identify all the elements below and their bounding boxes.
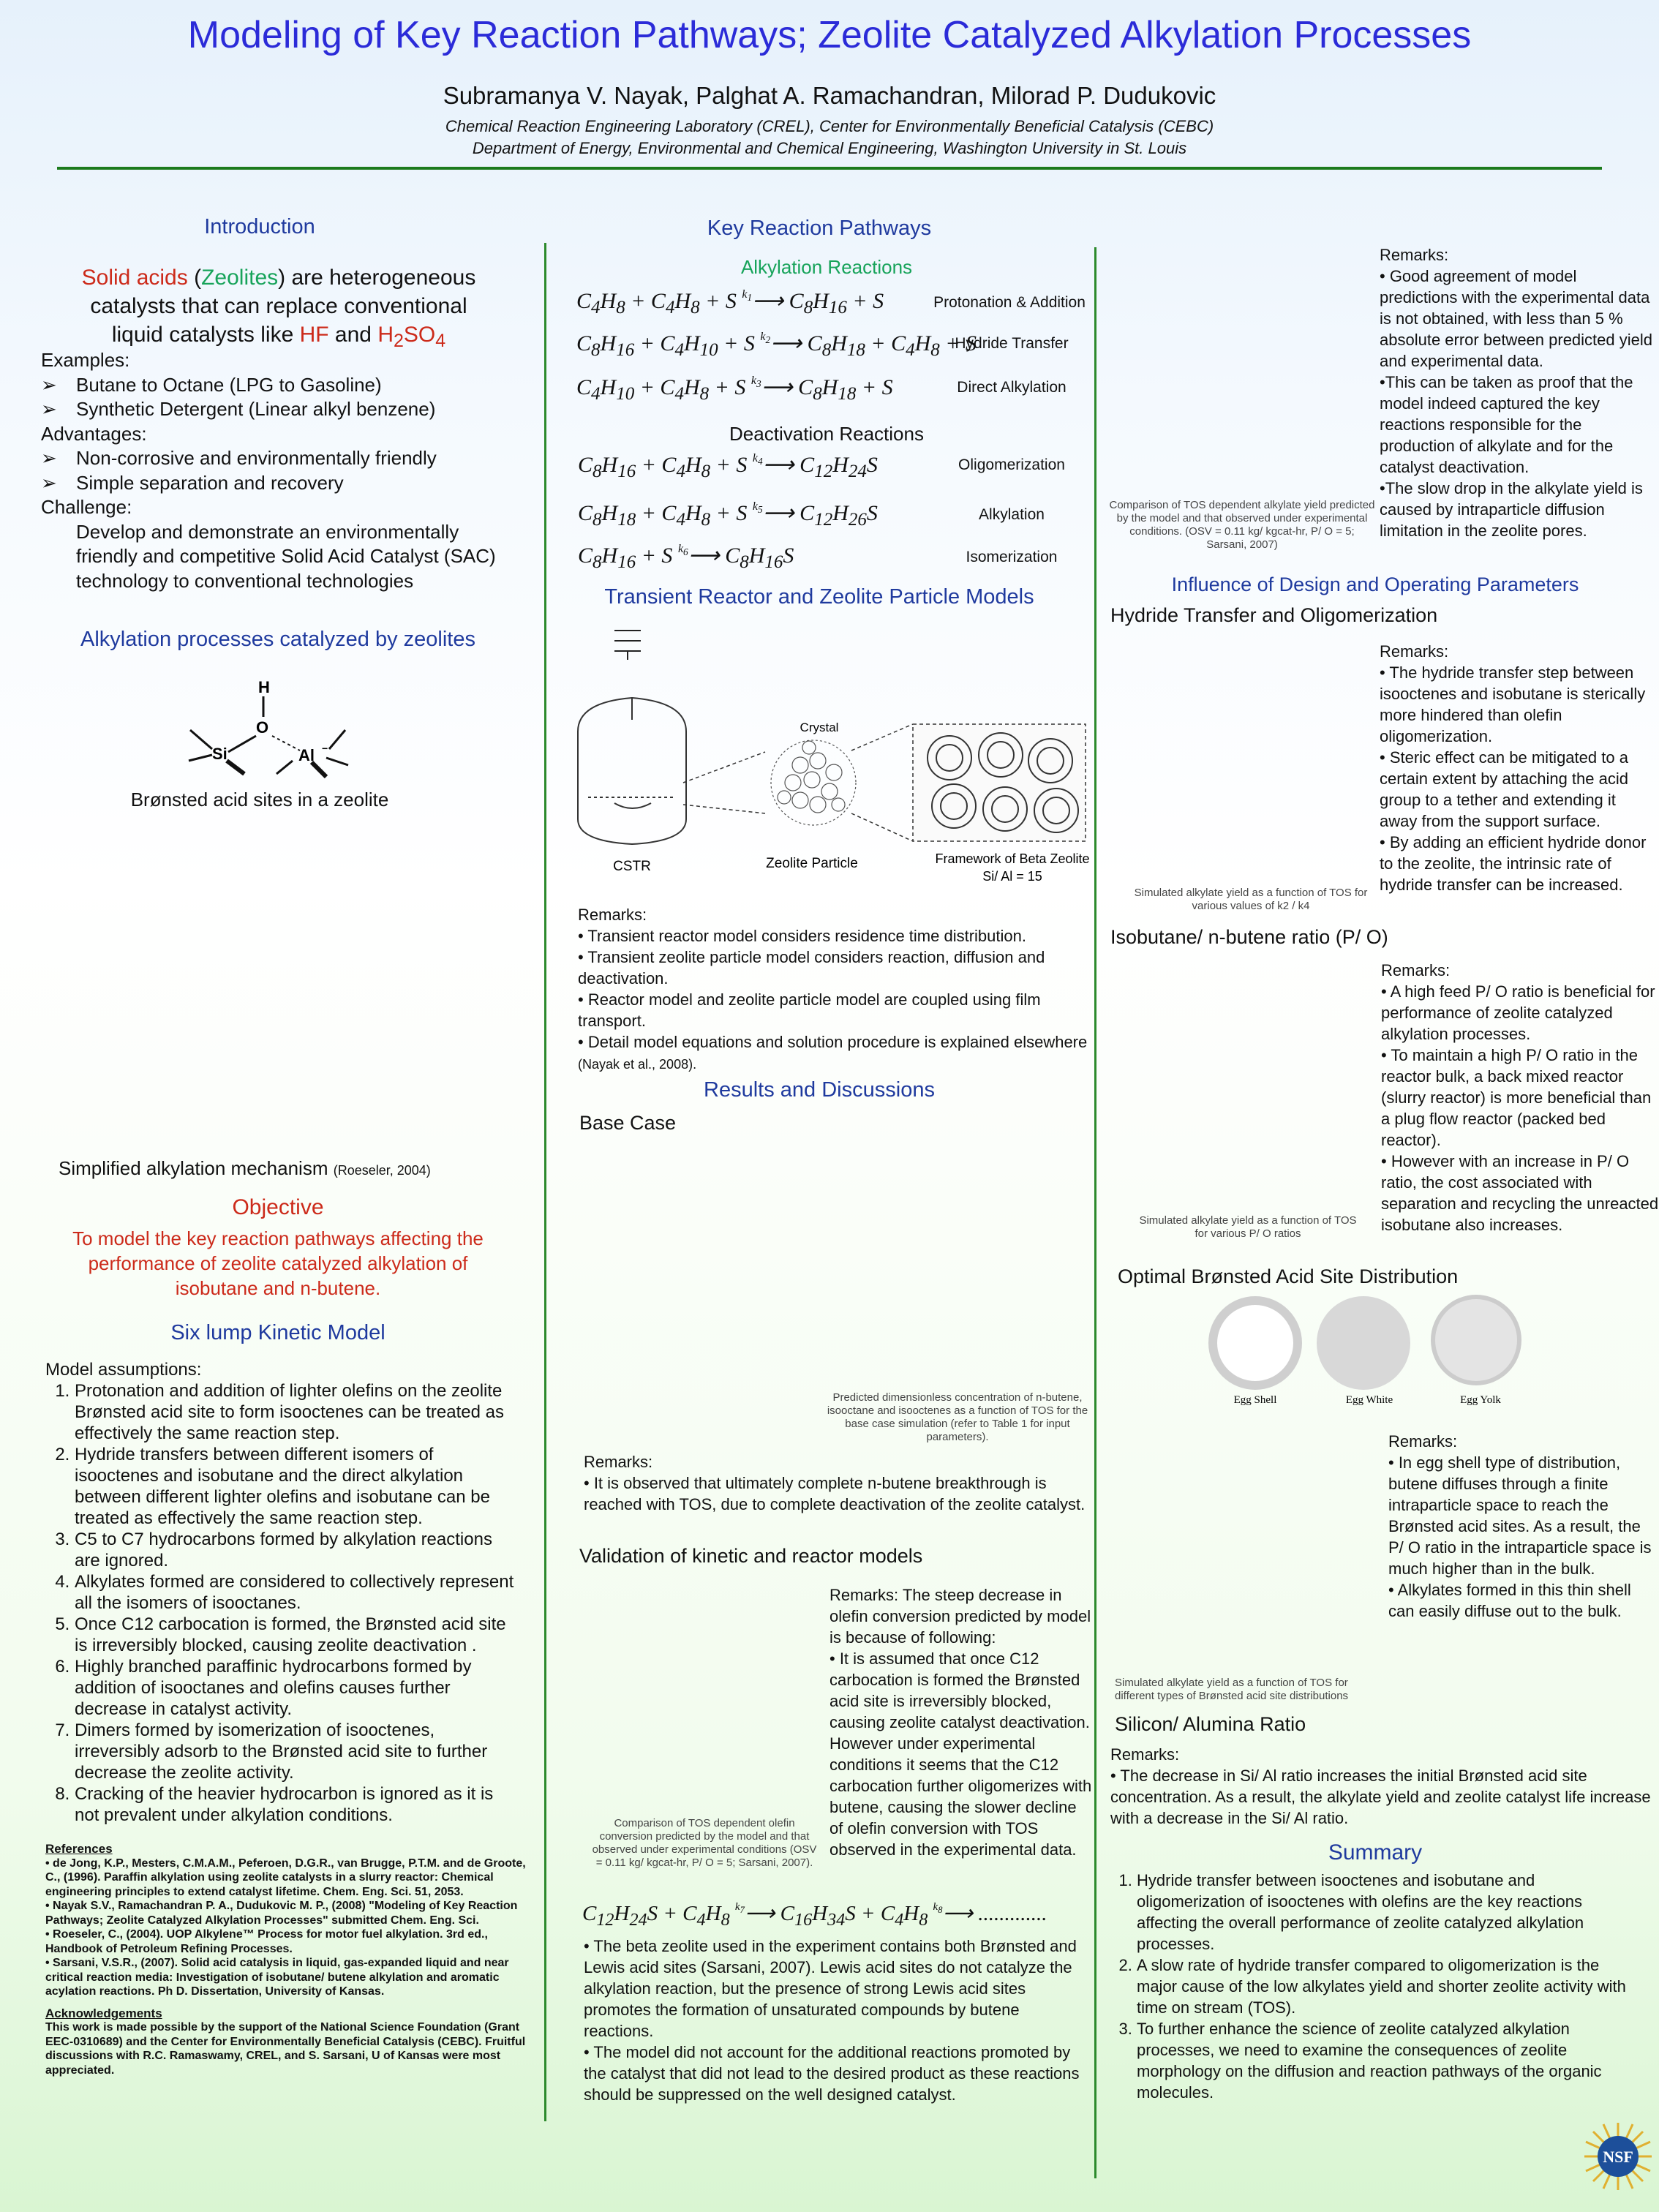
base-case-heading: Base Case xyxy=(579,1112,677,1134)
po-remarks: Remarks: • A high feed P/ O ratio is ben… xyxy=(1381,961,1659,1234)
top-remarks: Remarks: • Good agreement of model predi… xyxy=(1380,246,1653,540)
transient-heading: Transient Reactor and Zeolite Particle M… xyxy=(604,585,1034,609)
results-heading: Results and Discussions xyxy=(704,1078,935,1102)
svg-text:Al: Al xyxy=(298,746,315,764)
svg-text:Zeolite Particle: Zeolite Particle xyxy=(766,856,858,871)
reaction-protonation-label: Protonation & Addition xyxy=(933,294,1086,311)
reaction-isomerization-eq: C8H16 + S k6⟶ C8H16S xyxy=(578,543,794,572)
svg-text:Crystal: Crystal xyxy=(800,721,839,734)
reaction-isomerization-label: Isomerization xyxy=(966,549,1058,565)
beta-zeolite-framework xyxy=(912,723,1086,842)
svg-text:NSF: NSF xyxy=(1603,2148,1633,2166)
svg-text:Si/ Al = 15: Si/ Al = 15 xyxy=(982,869,1042,884)
reaction-alkylation-eq: C8H18 + C4H8 + S k5⟶ C12H26S xyxy=(578,500,878,530)
svg-text:Egg Yolk: Egg Yolk xyxy=(1460,1394,1501,1406)
intro-heading: Introduction xyxy=(204,215,315,238)
reaction-alkylation-label: Alkylation xyxy=(979,506,1045,523)
objective-text: To model the key reaction pathways affec… xyxy=(72,1227,484,1299)
objective-heading: Objective xyxy=(232,1195,324,1219)
svg-text:O: O xyxy=(256,718,268,737)
optimal-heading: Optimal Brønsted Acid Site Distribution xyxy=(1118,1265,1459,1287)
mechanism-caption: Simplified alkylation mechanism (Roesele… xyxy=(59,1157,431,1179)
validation-figure-caption: Comparison of TOS dependent olefin conve… xyxy=(592,1817,817,1869)
alkylation-reactions-heading: Alkylation Reactions xyxy=(740,256,913,278)
zeolite-particle xyxy=(770,740,857,826)
references: References • de Jong, K.P., Mesters, C.M… xyxy=(45,1842,526,2077)
alkylation-heading: Alkylation processes catalyzed by zeolit… xyxy=(80,628,475,651)
affiliation-department: Department of Energy, Environmental and … xyxy=(472,139,1187,157)
svg-text:−: − xyxy=(322,742,328,754)
reactor-particle-diagram: CSTR Crystal Zeolite Particle Framework … xyxy=(577,630,1090,884)
sial-remarks: Remarks: • The decrease in Si/ Al ratio … xyxy=(1110,1745,1651,1827)
hydride-remarks: Remarks: • The hydride transfer step bet… xyxy=(1380,642,1647,894)
sial-heading: Silicon/ Alumina Ratio xyxy=(1115,1713,1306,1735)
reaction-protonation-eq: C4H8 + C4H8 + S k1⟶ C8H16 + S xyxy=(576,288,884,317)
hydride-heading: Hydride Transfer and Oligomerization xyxy=(1110,604,1438,626)
base-case-figure-caption: Predicted dimensionless concentration of… xyxy=(827,1391,1088,1443)
egg-shell xyxy=(1208,1296,1302,1390)
top-figure-caption: Comparison of TOS dependent alkylate yie… xyxy=(1109,499,1375,551)
model-assumptions: Model assumptions: Protonation and addit… xyxy=(45,1359,521,1826)
optimal-figure-caption: Simulated alkylate yield as a function o… xyxy=(1115,1677,1349,1702)
header-divider xyxy=(57,167,1602,170)
advantages-list: Non-corrosive and environmentally friend… xyxy=(41,446,524,495)
reaction-direct-label: Direct Alkylation xyxy=(957,379,1066,396)
svg-text:Framework of Beta Zeolite: Framework of Beta Zeolite xyxy=(935,851,1089,866)
svg-text:Si: Si xyxy=(212,745,227,763)
column-divider-left xyxy=(544,243,546,2121)
egg-yolk xyxy=(1431,1295,1521,1385)
svg-text:H: H xyxy=(258,678,270,696)
poster-title: Modeling of Key Reaction Pathways; Zeoli… xyxy=(187,14,1472,56)
reaction-hydride-label: Hydride Transfer xyxy=(955,335,1069,352)
pathways-heading: Key Reaction Pathways xyxy=(707,217,932,240)
validation-bottom-remarks: • The beta zeolite used in the experimen… xyxy=(584,1937,1080,2104)
egg-white xyxy=(1317,1296,1410,1390)
affiliation-crel: Chemical Reaction Engineering Laboratory… xyxy=(445,117,1214,135)
assumption-c5-c7: C5 to C7 hydrocarbons formed by alkylati… xyxy=(75,1529,521,1571)
oligomer-equation: C12H24S + C4H8 k7⟶ C16H34S + C4H8 k8⟶ ..… xyxy=(582,1901,1047,1930)
reaction-hydride-eq: C8H16 + C4H10 + S k2⟶ C8H18 + C4H8 + S xyxy=(576,331,977,360)
base-case-remarks: Remarks: • It is observed that ultimatel… xyxy=(584,1453,1086,1513)
po-figure-caption: Simulated alkylate yield as a function o… xyxy=(1139,1214,1357,1240)
six-lump-heading: Six lump Kinetic Model xyxy=(170,1321,385,1344)
deactivation-heading: Deactivation Reactions xyxy=(729,423,924,445)
summary-list: Hydride transfer between isooctenes and … xyxy=(1109,1870,1636,2103)
bronsted-site-diagram: H O Si Al − xyxy=(188,678,349,779)
authors: Subramanya V. Nayak, Palghat A. Ramachan… xyxy=(443,82,1216,109)
po-heading: Isobutane/ n-butene ratio (P/ O) xyxy=(1110,926,1388,948)
examples-list: Butane to Octane (LPG to Gasoline) Synth… xyxy=(41,373,524,422)
assumption-c12: Once C12 carbocation is formed, the Brøn… xyxy=(75,1614,521,1656)
validation-remarks: Remarks: The steep decrease in olefin co… xyxy=(830,1586,1092,1859)
column-divider-right xyxy=(1094,247,1096,2178)
nsf-logo: NSF xyxy=(1584,2123,1652,2190)
svg-text:CSTR: CSTR xyxy=(613,859,651,874)
svg-text:Egg White: Egg White xyxy=(1346,1394,1393,1406)
transient-remarks: Remarks: • Transient reactor model consi… xyxy=(578,906,1088,1072)
cstr-vessel xyxy=(577,696,687,846)
influence-heading: Influence of Design and Operating Parame… xyxy=(1171,573,1579,595)
optimal-remarks: Remarks: • In egg shell type of distribu… xyxy=(1388,1432,1652,1620)
svg-text:Egg Shell: Egg Shell xyxy=(1234,1394,1277,1406)
hydride-figure-caption: Simulated alkylate yield as a function o… xyxy=(1134,887,1368,912)
reaction-direct-eq: C4H10 + C4H8 + S k3⟶ C8H18 + S xyxy=(576,375,893,404)
egg-distribution-diagram: Egg Shell Egg White Egg Yolk xyxy=(1208,1295,1521,1406)
flow-arrows-icon xyxy=(614,630,641,660)
intro-lead: Solid acids (Zeolites) are heterogeneous… xyxy=(81,266,476,351)
assumptions-list: Protonation and addition of lighter olef… xyxy=(45,1380,521,1826)
reaction-oligomerization-label: Oligomerization xyxy=(958,456,1065,473)
summary-heading: Summary xyxy=(1328,1840,1423,1865)
reaction-oligomerization-eq: C8H16 + C4H8 + S k4⟶ C12H24S xyxy=(578,452,878,481)
validation-heading: Validation of kinetic and reactor models xyxy=(579,1545,923,1567)
intro-body: Examples: Butane to Octane (LPG to Gasol… xyxy=(41,348,524,593)
bronsted-caption: Brønsted acid sites in a zeolite xyxy=(130,789,389,810)
